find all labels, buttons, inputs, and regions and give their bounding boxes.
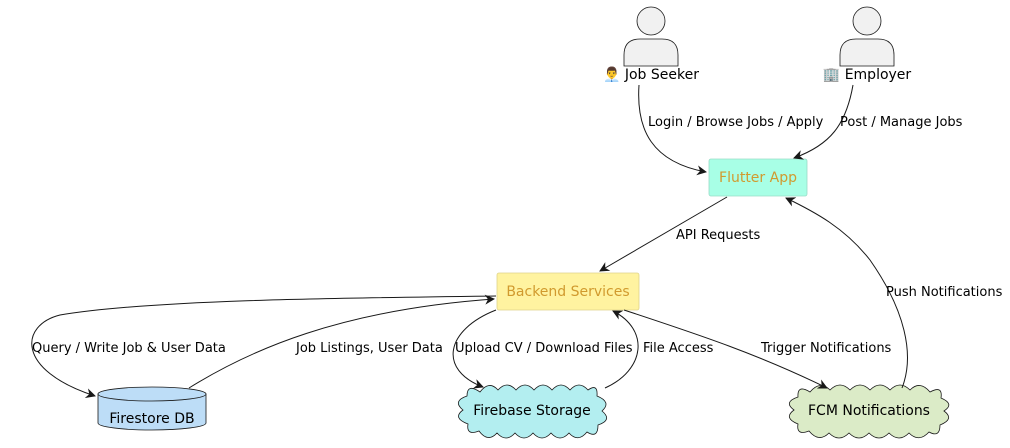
database-icon <box>97 386 207 431</box>
cloud-icon <box>789 384 950 439</box>
edge-label: API Requests <box>676 228 761 243</box>
edge-push-notifications: Push Notifications <box>785 197 1003 389</box>
person-icon <box>623 6 679 67</box>
job-seeker-actor: 👨‍💼 Job Seeker <box>603 6 699 83</box>
edge-label: Upload CV / Download Files <box>455 341 633 356</box>
employer-actor: 🏢 Employer <box>823 6 912 83</box>
flutter-app-label: Flutter App <box>719 170 797 186</box>
edge-login-browse-apply: Login / Browse Jobs / Apply <box>638 84 824 176</box>
edge-api-requests: API Requests <box>599 196 761 272</box>
edge-label: Post / Manage Jobs <box>840 115 963 130</box>
backend-services-label: Backend Services <box>506 284 629 300</box>
edge-label: Query / Write Job & User Data <box>32 341 226 356</box>
employer-label: 🏢 Employer <box>823 67 912 83</box>
firestore-db-label: Firestore DB <box>109 411 194 427</box>
cloud-icon <box>458 384 607 439</box>
edge-upload-download: Upload CV / Download Files <box>452 309 633 389</box>
edge-post-manage-jobs: Post / Manage Jobs <box>793 84 963 160</box>
job-seeker-label: 👨‍💼 Job Seeker <box>603 66 699 83</box>
firebase-storage-node: Firebase Storage <box>458 384 607 439</box>
fcm-notifications-label: FCM Notifications <box>808 403 930 419</box>
fcm-notifications-node: FCM Notifications <box>789 384 950 439</box>
edge-label: Login / Browse Jobs / Apply <box>648 115 824 130</box>
flutter-app-box <box>708 158 808 197</box>
firebase-storage-label: Firebase Storage <box>473 403 591 419</box>
flutter-app-node: Flutter App <box>708 158 808 197</box>
backend-services-box <box>496 272 640 311</box>
person-icon <box>839 6 895 67</box>
edge-label: File Access <box>643 341 714 356</box>
edge-job-listings: Job Listings, User Data <box>188 294 495 389</box>
edge-trigger-notifications: Trigger Notifications <box>623 309 892 389</box>
edge-query-write: Query / Write Job & User Data <box>31 295 497 398</box>
backend-services-node: Backend Services <box>496 272 640 311</box>
firestore-db-node: Firestore DB <box>97 386 207 431</box>
edge-label: Push Notifications <box>886 285 1003 300</box>
edge-label: Trigger Notifications <box>760 341 892 356</box>
edge-file-access: File Access <box>604 310 714 389</box>
edge-label: Job Listings, User Data <box>295 341 443 356</box>
